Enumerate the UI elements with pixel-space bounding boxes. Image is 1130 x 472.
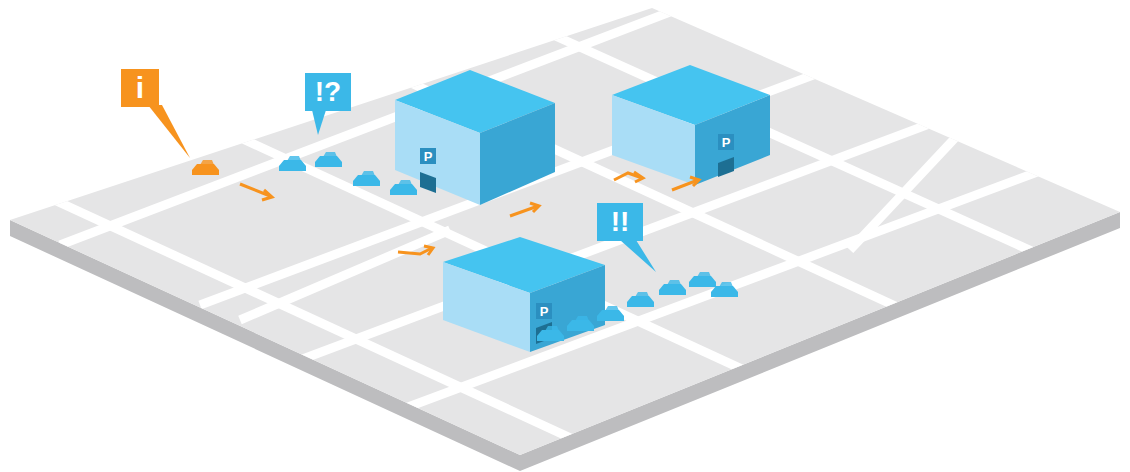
car [689,272,716,287]
info-callout: i [121,69,159,107]
callout-text: !! [611,208,630,236]
car [567,316,594,331]
callout-text: !? [315,78,341,106]
car [627,292,654,307]
question-callout: !? [305,73,351,111]
parking-sign: P [420,148,436,164]
car [597,306,624,321]
callout-text: P [722,136,731,149]
car [659,280,686,295]
car [711,282,738,297]
parking-sign: P [718,134,734,150]
parking-sign: P [536,303,552,319]
car [315,152,342,167]
car [192,160,219,175]
route-arrows [240,172,699,255]
callout-pointer [312,110,326,135]
parking-building [395,70,555,205]
callout-text: P [540,305,549,318]
callout-text: P [424,150,433,163]
alert-callout: !! [597,203,643,241]
car [279,156,306,171]
callout-text: i [136,73,144,103]
map-plane [10,8,1120,455]
parking-building [443,237,605,352]
parking-building [612,65,770,185]
cars [192,152,738,341]
car [537,326,564,341]
car [390,180,417,195]
callout-pointer [148,105,190,158]
car [353,171,380,186]
callout-pointer [620,240,656,272]
